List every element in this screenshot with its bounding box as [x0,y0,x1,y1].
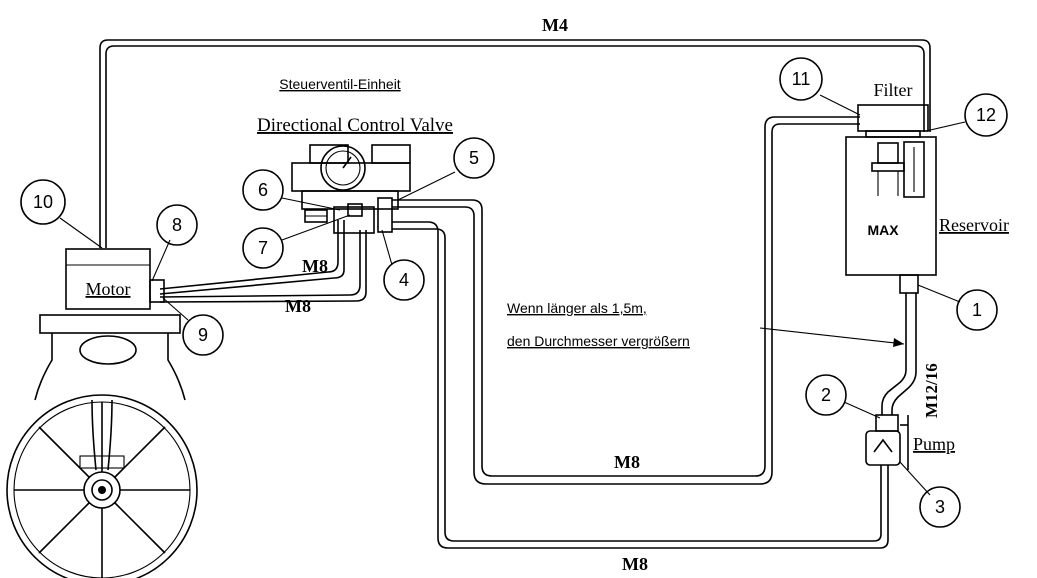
svg-text:5: 5 [469,148,479,168]
hose-m8-motor-upper-inner [159,220,345,295]
leader-11 [819,94,861,116]
label-filter: Filter [874,80,913,100]
svg-text:1: 1 [972,300,982,320]
callout-1: 1 [956,289,998,331]
label-reservoir: Reservoir [939,215,1009,235]
callout-2: 2 [805,374,847,416]
label-m12-16: M12/16 [922,363,941,418]
hose-m8-lower-inner [392,228,882,542]
pump [865,414,909,470]
leader-4 [381,229,393,266]
callout-12: 12 [964,93,1008,137]
leader-7 [281,214,351,241]
note-leader [759,327,905,345]
label-m4: M4 [542,15,568,35]
note-line-2: den Durchmesser vergrößern [507,333,690,349]
label-m8-bottom: M8 [622,554,648,574]
leader-9 [162,297,189,321]
callout-6: 6 [242,169,284,211]
hose-m8-upper-inner [392,123,860,485]
callout-5: 5 [453,137,495,179]
leader-2 [843,401,881,419]
callout-7: 7 [242,227,284,269]
svg-text:12: 12 [976,105,996,125]
leader-8 [151,239,171,282]
svg-text:8: 8 [172,215,182,235]
leader-5 [397,171,456,201]
hose-m8-motor-lower [159,230,361,298]
svg-text:2: 2 [821,385,831,405]
hose-m8-motor-upper [159,220,339,290]
label-motor: Motor [86,279,131,299]
label-valve-en: Directional Control Valve [257,115,453,136]
leader-6 [281,197,341,211]
label-brand: MAX [867,222,899,238]
svg-text:11: 11 [792,69,811,89]
leader-12 [925,121,966,132]
label-m8-mid: M8 [614,452,640,472]
label-m8-valve-lower: M8 [285,296,311,316]
svg-text:3: 3 [935,497,945,517]
hose-m8-motor-lower-inner [159,230,367,303]
hose-m12-16 [881,293,907,415]
label-pump: Pump [913,434,955,454]
callout-8: 8 [156,204,198,246]
hose-m8-lower [392,221,889,549]
svg-text:7: 7 [258,238,268,258]
hose-m12-16-inner [891,293,917,415]
leader-10 [59,217,103,249]
motor-assembly [6,248,198,578]
leader-3 [899,461,931,496]
hose-m4 [99,39,931,248]
directional-control-valve [291,144,411,234]
note-line-1: Wenn länger als 1,5m, [507,300,647,316]
callout-9: 9 [182,314,224,356]
callout-10: 10 [20,179,66,225]
svg-text:6: 6 [258,180,268,200]
svg-text:10: 10 [33,192,53,212]
hose-m4-inner [105,45,925,248]
label-m8-valve-upper: M8 [302,256,328,276]
svg-text:4: 4 [399,270,409,290]
filter-reservoir-assembly [845,104,937,294]
note-arrowhead [893,338,904,347]
svg-text:9: 9 [198,325,208,345]
label-valve-de: Steuerventil-Einheit [279,76,401,92]
hose-m8-upper [392,116,860,477]
callout-11: 11 [779,57,823,101]
callout-4: 4 [383,259,425,301]
callout-3: 3 [919,486,961,528]
leader-1 [917,284,961,303]
